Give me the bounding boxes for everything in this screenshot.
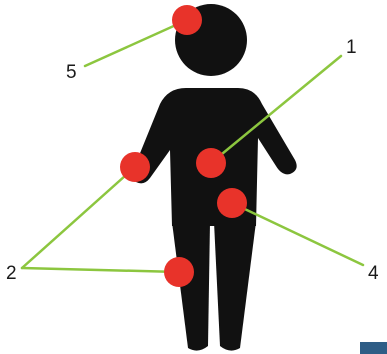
- callout-label-4: 4: [368, 263, 379, 284]
- marker-arm: [120, 152, 150, 182]
- callout-label-2: 2: [6, 263, 17, 284]
- callout-label-5: 5: [66, 62, 77, 83]
- leader-line-2-arm: [22, 167, 135, 268]
- marker-chest: [196, 148, 226, 178]
- callout-label-1: 1: [346, 37, 357, 58]
- leader-line-5: [85, 20, 187, 66]
- leader-line-2-thigh: [22, 268, 179, 272]
- marker-hip: [217, 188, 247, 218]
- right-leg: [214, 222, 256, 351]
- marker-thigh: [164, 257, 194, 287]
- corner-accent: [360, 342, 387, 354]
- marker-head: [172, 5, 202, 35]
